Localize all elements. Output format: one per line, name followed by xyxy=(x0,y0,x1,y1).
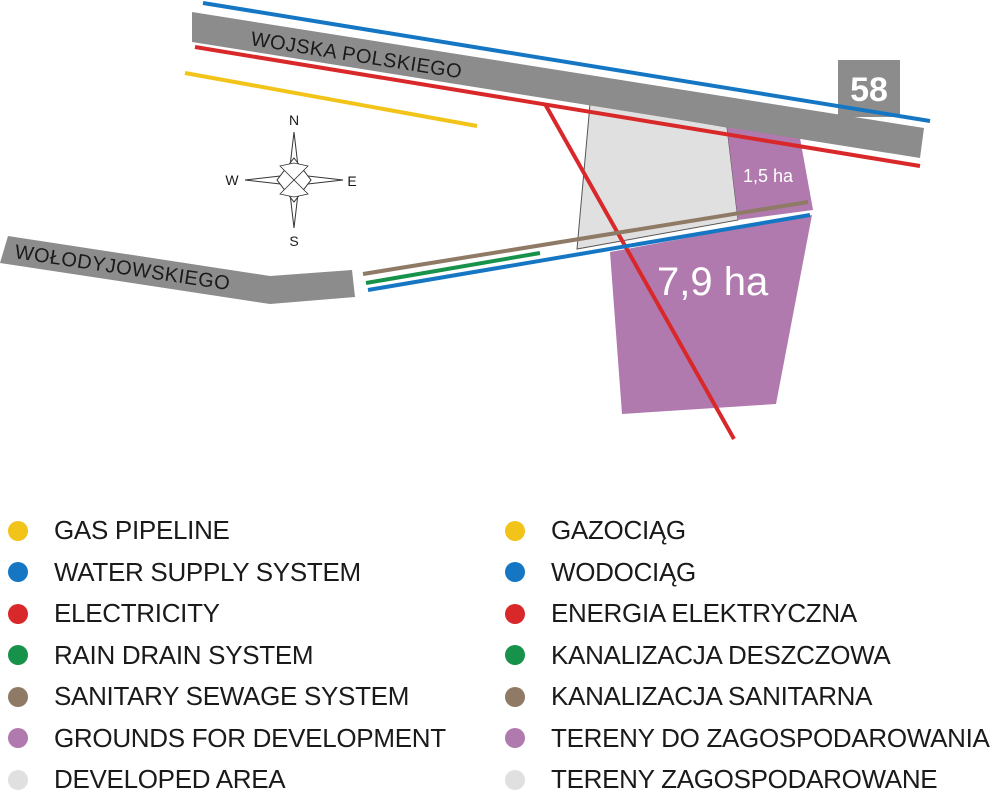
legend-item-rain-drain: RAIN DRAIN SYSTEM xyxy=(0,635,446,677)
development-plot-small xyxy=(727,127,813,220)
legend-item-development-pl: TERENY DO ZAGOSPODAROWANIA xyxy=(497,718,990,760)
legend-item-sewage-pl: KANALIZACJA SANITARNA xyxy=(497,676,990,718)
area-label-small: 1,5 ha xyxy=(743,166,794,186)
legend-label-development: GROUNDS FOR DEVELOPMENT xyxy=(54,722,446,753)
legend-label-rain-drain: RAIN DRAIN SYSTEM xyxy=(54,639,314,670)
legend-dot-sewage-pl xyxy=(505,686,525,707)
legend-item-rain-drain-pl: KANALIZACJA DESZCZOWA xyxy=(497,635,990,677)
gas-line xyxy=(184,71,478,128)
legend-item-developed: DEVELOPED AREA xyxy=(0,759,446,801)
legend-dot-gas xyxy=(8,520,28,541)
development-plot-large xyxy=(610,215,812,414)
legend-english: GAS PIPELINE WATER SUPPLY SYSTEM ELECTRI… xyxy=(0,510,446,801)
legend-dot-sewage xyxy=(8,686,28,707)
electricity-line-north xyxy=(194,45,921,168)
legend-dot-electricity xyxy=(8,603,28,624)
legend-label-sewage: SANITARY SEWAGE SYSTEM xyxy=(54,681,410,712)
legend-label-electricity-pl: ENERGIA ELEKTRYCZNA xyxy=(551,598,857,629)
water-line-north xyxy=(202,1,931,123)
legend-dot-developed xyxy=(8,769,28,790)
legend-dot-water-pl xyxy=(505,562,525,583)
legend-dot-developed-pl xyxy=(505,769,525,790)
compass-west: W xyxy=(225,172,239,188)
legend-label-water: WATER SUPPLY SYSTEM xyxy=(54,556,361,587)
legend-item-water: WATER SUPPLY SYSTEM xyxy=(0,552,446,594)
legend-dot-development xyxy=(8,728,28,749)
legend-label-developed-pl: TERENY ZAGOSPODAROWANE xyxy=(551,764,938,795)
legend-item-gas: GAS PIPELINE xyxy=(0,510,446,552)
legend-label-gas: GAS PIPELINE xyxy=(54,515,230,546)
sewage-line xyxy=(362,200,809,276)
legend-label-sewage-pl: KANALIZACJA SANITARNA xyxy=(551,681,873,712)
legend-label-development-pl: TERENY DO ZAGOSPODAROWANIA xyxy=(551,722,990,753)
legend-label-electricity: ELECTRICITY xyxy=(54,598,220,629)
road-side xyxy=(0,236,355,304)
legend-item-development: GROUNDS FOR DEVELOPMENT xyxy=(0,718,446,760)
electricity-line-diagonal xyxy=(543,103,736,440)
route-badge-number: 58 xyxy=(850,71,888,109)
legend-dot-gas-pl xyxy=(505,520,525,541)
compass-south: S xyxy=(289,233,298,249)
legend-item-developed-pl: TERENY ZAGOSPODAROWANE xyxy=(497,759,990,801)
legend-item-sewage: SANITARY SEWAGE SYSTEM xyxy=(0,676,446,718)
site-map: 58 WOJSKA POLSKIEGO WOŁODYJOWSKIEGO 7,9 … xyxy=(0,1,931,440)
legend-label-rain-drain-pl: KANALIZACJA DESZCZOWA xyxy=(551,639,891,670)
compass-east: E xyxy=(347,173,356,189)
legend-item-water-pl: WODOCIĄG xyxy=(497,552,990,594)
legend-polish: GAZOCIĄG WODOCIĄG ENERGIA ELEKTRYCZNA KA… xyxy=(497,510,990,801)
rain-drain-line xyxy=(365,251,541,285)
legend-label-gas-pl: GAZOCIĄG xyxy=(551,515,686,546)
legend-dot-electricity-pl xyxy=(505,603,525,624)
legend-label-water-pl: WODOCIĄG xyxy=(551,556,696,587)
road-main xyxy=(192,12,924,158)
area-label-large: 7,9 ha xyxy=(657,260,769,304)
legend-dot-rain-drain-pl xyxy=(505,645,525,666)
legend-dot-water xyxy=(8,562,28,583)
legend-dot-development-pl xyxy=(505,728,525,749)
compass-rose-icon xyxy=(244,131,344,229)
legend-item-electricity-pl: ENERGIA ELEKTRYCZNA xyxy=(497,593,990,635)
legend-label-developed: DEVELOPED AREA xyxy=(54,764,286,795)
legend-dot-rain-drain xyxy=(8,645,28,666)
legend-item-gas-pl: GAZOCIĄG xyxy=(497,510,990,552)
compass-north: N xyxy=(289,112,299,128)
water-line-south xyxy=(367,213,811,292)
legend-item-electricity: ELECTRICITY xyxy=(0,593,446,635)
